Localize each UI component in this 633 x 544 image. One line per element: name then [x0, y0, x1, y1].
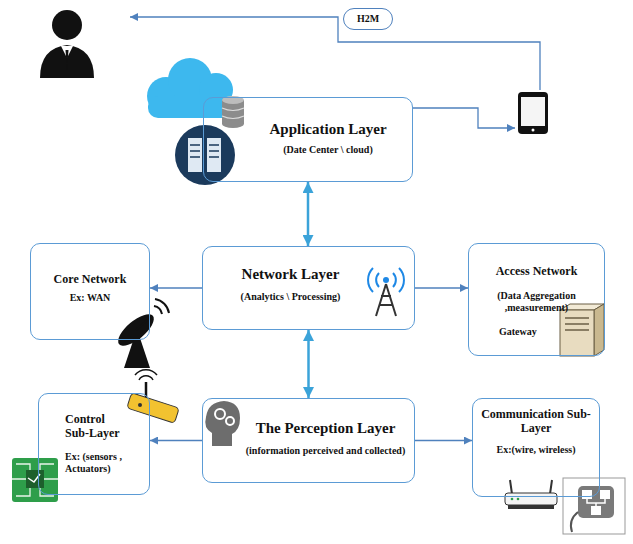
- antenna-icon-part: [376, 284, 396, 316]
- server-icon-part: [175, 125, 235, 185]
- layer-box: Network Layer (Analytics \ Processing): [202, 246, 415, 330]
- network-icon-part: [600, 490, 610, 499]
- node-title: Application Layer: [252, 120, 404, 138]
- tablet-icon: [518, 92, 548, 134]
- node-note: Ex:(wire, wireless): [479, 444, 593, 456]
- sub-layer-box: Communication Sub-LayerEx:(wire, wireles…: [472, 398, 600, 497]
- user-icon: [40, 10, 94, 78]
- node-title: Access Network: [477, 264, 596, 278]
- sub-layer-box: Control Sub-LayerEx: (sensors , Actuator…: [38, 393, 150, 495]
- user-icon-part: [40, 45, 94, 78]
- connector-arrow: [307, 330, 310, 398]
- brain-head-icon-part: [205, 401, 240, 446]
- network-icon-part: [563, 478, 625, 534]
- server-icon-part: [207, 138, 221, 172]
- connector-arrow: [415, 440, 472, 441]
- node-note: Ex: WAN: [37, 292, 143, 304]
- user-icon-part: [66, 50, 69, 70]
- network-icon-part: [578, 486, 614, 518]
- node-note: (Date Center \ cloud): [252, 144, 404, 156]
- circuit-board-icon-part: [26, 470, 44, 488]
- node-note: (Analytics \ Processing): [215, 291, 366, 303]
- network-icon-part: [571, 512, 578, 532]
- router-icon-part: [517, 498, 520, 501]
- server-icon-part: [190, 145, 219, 157]
- node-note: (information perceived and collected): [245, 445, 406, 457]
- network-icon-part: [591, 506, 601, 515]
- router-icon-part: [508, 505, 554, 509]
- network-icon-part: [582, 490, 592, 499]
- wifi-router-icon-part: [135, 370, 157, 380]
- network-box: Access Network (Data Aggregation ,measure…: [468, 243, 605, 356]
- tablet-icon-part: [518, 92, 548, 134]
- server-icon-part: [188, 138, 202, 172]
- network-box: Core NetworkEx: WAN: [30, 243, 150, 340]
- satellite-dish-icon: [113, 299, 169, 368]
- circuit-board-icon-part: [12, 464, 58, 496]
- circuit-board-icon-part: [12, 458, 58, 502]
- wifi-router-icon: [127, 370, 179, 424]
- cloud-icon: [147, 58, 233, 118]
- layer-box: Application Layer (Date Center \ cloud): [203, 97, 413, 182]
- database-icon-part: [222, 108, 244, 119]
- node-title: Core Network: [37, 272, 143, 286]
- gateway-server-icon-part: [594, 304, 604, 356]
- brain-head-icon-part: [226, 417, 234, 425]
- connector-arrow: [150, 287, 202, 288]
- database-icon: [222, 96, 244, 128]
- connector-arrow: [415, 287, 468, 288]
- antenna-icon: [368, 268, 404, 316]
- node-title: Control Sub-Layer: [65, 412, 131, 441]
- node-title: The Perception Layer: [245, 419, 406, 437]
- satellite-dish-icon-part: [154, 299, 169, 314]
- brain-head-icon: [205, 401, 240, 446]
- node-note: (Data Aggregation ,measurement): [477, 290, 596, 314]
- gateway-server-icon-part: [560, 310, 594, 356]
- tablet-icon-part: [521, 97, 545, 126]
- brain-head-icon-part: [215, 409, 225, 419]
- node-title: Communication Sub-Layer: [479, 407, 593, 436]
- router-icon-part: [505, 493, 557, 505]
- wifi-router-icon-part: [138, 403, 142, 407]
- gateway-server-icon-part: [565, 318, 589, 330]
- connector-arrow: [150, 440, 202, 441]
- circuit-board-icon: [12, 458, 58, 502]
- node-title: Network Layer: [215, 265, 366, 283]
- router-icon-part: [510, 480, 552, 494]
- node-note: Ex: (sensors , Actuators): [65, 451, 131, 475]
- edge-label: H2M: [343, 8, 393, 30]
- satellite-dish-icon-part: [124, 338, 150, 368]
- database-icon-part: [222, 120, 244, 128]
- network-icon-part: [587, 499, 605, 506]
- server-icon: [175, 125, 235, 185]
- cloud-icon-part: [148, 96, 232, 118]
- antenna-icon-part: [383, 277, 389, 283]
- node-note: Gateway: [499, 326, 596, 338]
- network-icon: [563, 478, 625, 534]
- router-icon-part: [511, 498, 514, 501]
- antenna-icon-part: [368, 268, 404, 292]
- connector-arrow: [307, 182, 310, 246]
- tablet-icon-part: [532, 129, 535, 132]
- h2m-wire-part: [413, 108, 515, 128]
- user-icon-part: [52, 10, 82, 40]
- h2m-wire: [130, 17, 540, 128]
- wifi-router-icon-part: [127, 393, 179, 424]
- layer-box: The Perception Layer (information perceiv…: [202, 398, 415, 483]
- router-icon: [505, 480, 557, 509]
